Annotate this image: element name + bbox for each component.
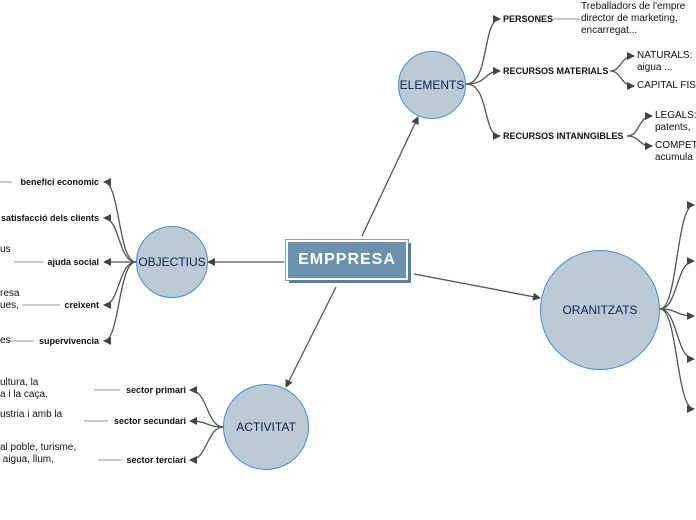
topic-benefici-economic[interactable]: benefici economic (20, 177, 99, 187)
link-activitat (285, 286, 337, 388)
node-objectius[interactable]: OBJECTIUS (136, 226, 208, 298)
node-oranitzats[interactable]: ORANITZATS (540, 250, 660, 370)
node-activitat[interactable]: ACTIVITAT (223, 384, 309, 470)
central-topic[interactable]: EMPPRESA (286, 240, 408, 280)
topic-legals[interactable]: LEGALS: patents, (655, 110, 696, 133)
topic-sector-terciari[interactable]: sector terciari (126, 455, 186, 465)
topic-persones[interactable]: PERSONES (503, 14, 554, 24)
node-elements[interactable]: ELEMENTS (398, 51, 466, 119)
topic-recursos-intangibles[interactable]: RECURSOS INTANNGIBLES (503, 131, 624, 141)
topic-recursos-materials[interactable]: RECURSOS MATERIALS (503, 66, 609, 76)
note-ajuda-social: us (0, 244, 11, 255)
topic-sector-secundari[interactable]: sector secundari (113, 416, 186, 426)
note-persones: Treballadors de l'empre director de mark… (581, 1, 686, 36)
topic-satisfaccio-clients[interactable]: satisfacció dels clients (0, 213, 99, 223)
topic-creixent[interactable]: creixent (64, 300, 99, 310)
link-oranitzats (413, 273, 541, 301)
topic-ajuda-social[interactable]: ajuda social (47, 257, 99, 267)
note-creixent: resa ues, (0, 288, 20, 311)
topic-supervivencia[interactable]: supervivencia (38, 336, 99, 346)
note-sector-primari: ultura, la a i la caça. (0, 377, 48, 400)
topic-competencies[interactable]: COMPET acumula (655, 140, 696, 163)
note-sector-secundari: ustria i amb la (0, 409, 63, 420)
note-sector-terciari: al poble, turisme, aigua, llum, (0, 442, 77, 465)
topic-sector-primari[interactable]: sector primari (125, 385, 186, 395)
link-elements (361, 116, 419, 237)
topic-capital-fisic[interactable]: CAPITAL FIS (637, 80, 696, 91)
topic-naturals[interactable]: NATURALS: aigua ... (637, 50, 693, 73)
note-supervivencia: es (0, 335, 11, 346)
